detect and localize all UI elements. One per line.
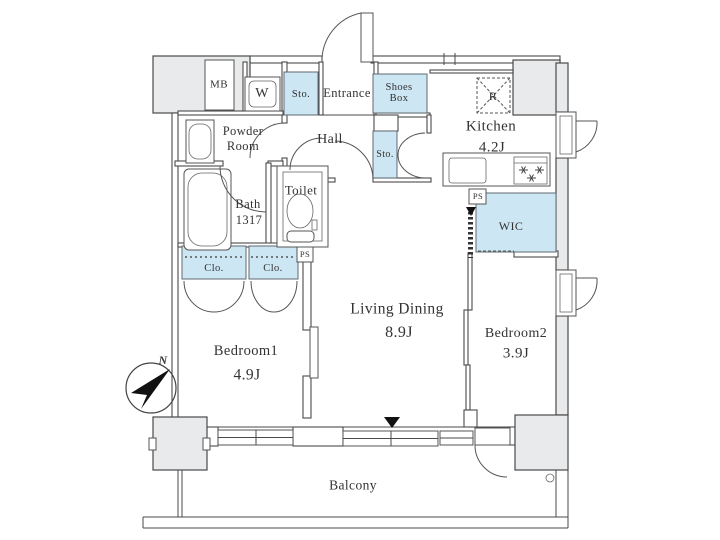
wic-label: WIC — [498, 219, 524, 233]
entrance-door — [321, 12, 374, 63]
bedroom2-side-window — [555, 269, 598, 317]
compass-north-label: N — [158, 353, 168, 367]
bath-size-label: 1317 — [235, 212, 263, 227]
pipe-space-closet-label: PS — [299, 248, 311, 259]
toilet-label: Toilet — [284, 182, 318, 198]
kitchen-label: Kitchen — [465, 118, 517, 135]
balcony-railing — [142, 470, 569, 529]
washing-machine-icon — [244, 76, 281, 112]
refrigerator-label: R — [488, 89, 498, 103]
kitchen-double-door — [397, 132, 426, 179]
powder-room-label-line1: Powder — [222, 123, 264, 138]
bath-label: Bath — [235, 196, 261, 211]
entrance-label: Entrance — [323, 85, 371, 100]
powder-room-label-line2: Room — [226, 138, 260, 153]
living-dining-window-small — [439, 430, 474, 446]
stove-icon — [513, 156, 548, 185]
toilet-door — [289, 137, 323, 171]
bedroom2-balcony-door — [474, 427, 511, 478]
pipe-space-kitchen-label: PS — [472, 190, 484, 201]
living-dining-label: Living Dining — [350, 300, 444, 318]
entrance-storage-label: Sto. — [291, 88, 311, 100]
kitchen-area-label: 4.2J — [478, 139, 506, 156]
kitchen-counter — [442, 152, 551, 187]
washer-label: W — [255, 86, 269, 101]
kitchen-sink-icon — [448, 157, 487, 184]
toilet-icon — [286, 193, 318, 243]
bedroom1-label: Bedroom1 — [213, 342, 279, 359]
bedroom2-area-label: 3.9J — [502, 345, 530, 362]
refrigerator-space-icon — [476, 77, 511, 114]
orientation-marker-icon — [384, 417, 400, 428]
hall-label: Hall — [317, 132, 343, 147]
stove-burner-icon — [519, 166, 544, 182]
balcony-label: Balcony — [329, 477, 377, 493]
bedroom1-sliding-door — [309, 326, 319, 379]
hall-storage-label: Sto. — [376, 149, 394, 160]
shoes-box-label-line1: Shoes — [385, 81, 413, 93]
compass-icon — [125, 362, 177, 414]
pillar-southwest — [148, 416, 211, 471]
living-dining-door — [334, 140, 374, 181]
closet-left-label: Clo. — [204, 262, 224, 274]
meter-box — [204, 59, 235, 111]
pillar-southeast — [514, 414, 569, 471]
bathtub-icon — [183, 168, 232, 251]
closet-right-label: Clo. — [263, 262, 283, 274]
bedroom2-label: Bedroom2 — [484, 326, 548, 341]
bedroom1-window — [217, 429, 294, 446]
pipe-space-kitchen-box — [468, 188, 487, 205]
storage-boxes — [181, 71, 557, 280]
closet-left-doors — [183, 280, 245, 313]
living-dining-window — [342, 430, 439, 447]
kitchen-side-window — [555, 111, 598, 159]
washbasin-icon — [185, 119, 215, 164]
meter-box-label: MB — [210, 78, 228, 91]
shoes-box-label-line2: Box — [389, 92, 409, 104]
bath-door — [219, 165, 267, 213]
living-dining-area-label: 8.9J — [385, 324, 413, 341]
powder-room-door — [249, 122, 286, 159]
closet-right-doors — [250, 280, 298, 313]
bedroom1-area-label: 4.9J — [233, 366, 261, 384]
wic-accordion-door — [466, 207, 476, 258]
balcony-drain-icon — [545, 473, 555, 483]
